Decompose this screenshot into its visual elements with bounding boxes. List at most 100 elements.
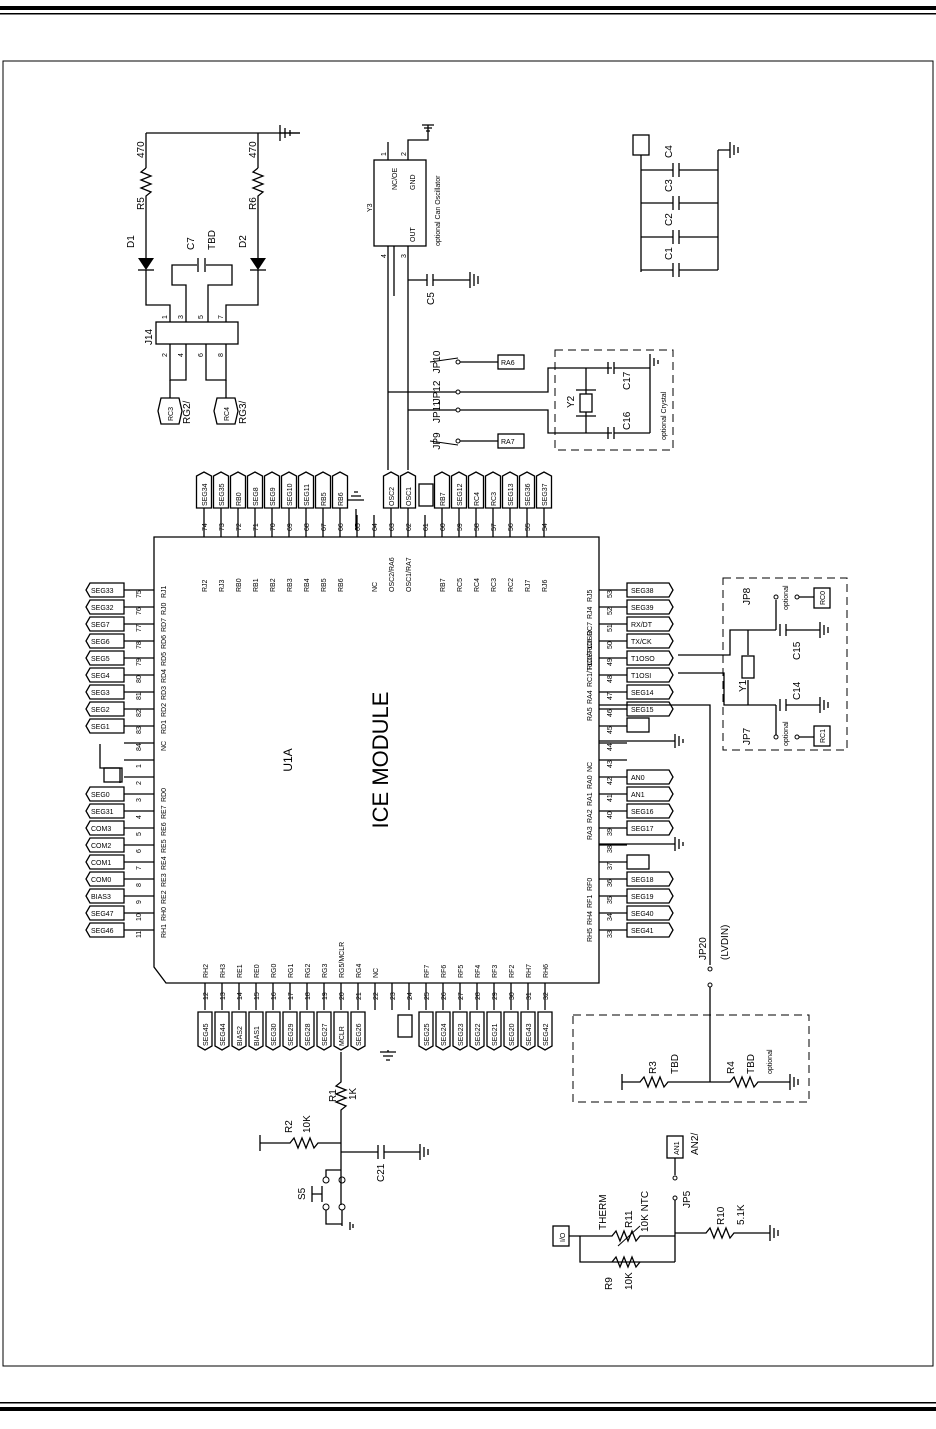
pin-number: 35: [607, 896, 614, 904]
net-flag: [316, 1011, 332, 1051]
pin-number: 23: [390, 992, 397, 1000]
pin-number: 61: [423, 523, 430, 531]
svg-text:R11: R11: [624, 1210, 635, 1228]
pin-number: 25: [424, 992, 431, 1000]
pin-label: RG3: [322, 964, 329, 979]
net-flag: [229, 471, 247, 509]
svg-text:4: 4: [381, 254, 388, 258]
pin-number: 12: [203, 992, 210, 1000]
svg-text:(LVDIN): (LVDIN): [720, 925, 731, 960]
net-flag: [484, 471, 502, 509]
svg-text:C14: C14: [792, 681, 803, 700]
net-label: SEG37: [542, 483, 549, 506]
svg-text:RC4: RC4: [224, 407, 231, 421]
net-flag: [626, 684, 674, 700]
pin-number: 66: [338, 523, 345, 531]
net-flag: [433, 471, 451, 509]
pin-number: 36: [607, 879, 614, 887]
pin-label: RH1: [161, 924, 168, 938]
r5-resistor: [139, 167, 153, 250]
net-label: RB0: [236, 492, 243, 506]
svg-text:RC3: RC3: [168, 407, 175, 421]
pin-number: 44: [607, 743, 614, 751]
svg-text:JP5: JP5: [682, 1190, 693, 1208]
pin-number: 26: [441, 992, 448, 1000]
net-flag: [85, 786, 125, 802]
net-flag: [626, 820, 674, 836]
svg-text:JP9: JP9: [432, 432, 443, 450]
pin-label: RE0: [254, 964, 261, 978]
net-label: SEG45: [203, 1023, 210, 1046]
net-label: SEG5: [91, 656, 110, 663]
bypass-caps: C4 C3 C2 C1: [632, 134, 739, 277]
svg-text:optional Crystal: optional Crystal: [661, 391, 668, 440]
net-flag: [246, 471, 264, 509]
pin-number: 76: [136, 607, 143, 615]
pin-number: 42: [607, 777, 614, 785]
net-label: SEG16: [631, 809, 654, 816]
pin-label: RB6: [338, 578, 345, 592]
svg-text:C5: C5: [426, 292, 437, 305]
pin-number: 31: [526, 992, 533, 1000]
net-label: SEG31: [91, 809, 114, 816]
pin-label: RC0/T1OSO: [587, 630, 594, 670]
pin-label: RE4: [161, 856, 168, 870]
net-label: COM1: [91, 860, 111, 867]
net-flag: [435, 1011, 451, 1051]
pin-number: 59: [457, 523, 464, 531]
net-flag: [299, 1011, 315, 1051]
net-label: RC4: [474, 492, 481, 506]
pin-label: NC: [161, 741, 168, 751]
therm-section: AN1 AN2/ JP5 THERM R11 10K NTC R10 5.1K …: [552, 1133, 779, 1290]
svg-text:8: 8: [218, 353, 225, 357]
svg-text:D1: D1: [126, 235, 137, 248]
net-flag: [265, 1011, 281, 1051]
net-flag: [333, 1011, 349, 1051]
pin-label: RB7: [440, 578, 447, 592]
svg-text:RG2/: RG2/: [182, 400, 193, 424]
pin-number: 69: [287, 523, 294, 531]
net-label: RB7: [440, 492, 447, 506]
pin-number: 43: [607, 760, 614, 768]
svg-text:R6: R6: [248, 197, 259, 210]
pin-number: 47: [607, 692, 614, 700]
net-label: SEG24: [441, 1023, 448, 1046]
net-label: SEG39: [631, 605, 654, 612]
svg-text:1: 1: [381, 152, 388, 156]
pin-number: 78: [136, 641, 143, 649]
pin-label: RF1: [587, 895, 594, 908]
pin-label: RB4: [304, 578, 311, 592]
pin-label: OSC1/RA7: [406, 557, 413, 592]
pin-label: RD6: [161, 635, 168, 649]
pin-label: RJ4: [587, 606, 594, 619]
pin-number: 33: [607, 930, 614, 938]
svg-text:OUT: OUT: [410, 227, 417, 243]
pin-number: 1: [136, 764, 143, 768]
pin-number: 5: [136, 832, 143, 836]
svg-text:C7: C7: [186, 237, 197, 250]
net-label: RX/DT: [631, 622, 653, 629]
svg-text:R1: R1: [328, 1089, 339, 1102]
net-flag: [350, 1011, 366, 1051]
svg-text:Y1: Y1: [738, 679, 749, 692]
svg-text:optional Can Oscillator: optional Can Oscillator: [435, 175, 442, 246]
net-label: SEG20: [509, 1023, 516, 1046]
net-flag: [626, 599, 674, 615]
svg-text:D2: D2: [238, 235, 249, 248]
pin-label: RD7: [161, 618, 168, 632]
d2-diode: [250, 258, 266, 270]
pin-number: 67: [321, 523, 328, 531]
pin-label: RD4: [161, 669, 168, 683]
net-flag: [85, 718, 125, 734]
pin-number: 17: [288, 992, 295, 1000]
net-label: SEG23: [458, 1023, 465, 1046]
net-flag: [501, 471, 519, 509]
pin-number: 50: [607, 641, 614, 649]
pin-number: 6: [136, 849, 143, 853]
svg-text:C17: C17: [622, 371, 633, 390]
pin-number: 83: [136, 726, 143, 734]
pin-label: RH7: [526, 964, 533, 978]
svg-text:3: 3: [401, 254, 408, 258]
pin-label: RE1: [237, 964, 244, 978]
pin-label: RJ2: [202, 579, 209, 592]
